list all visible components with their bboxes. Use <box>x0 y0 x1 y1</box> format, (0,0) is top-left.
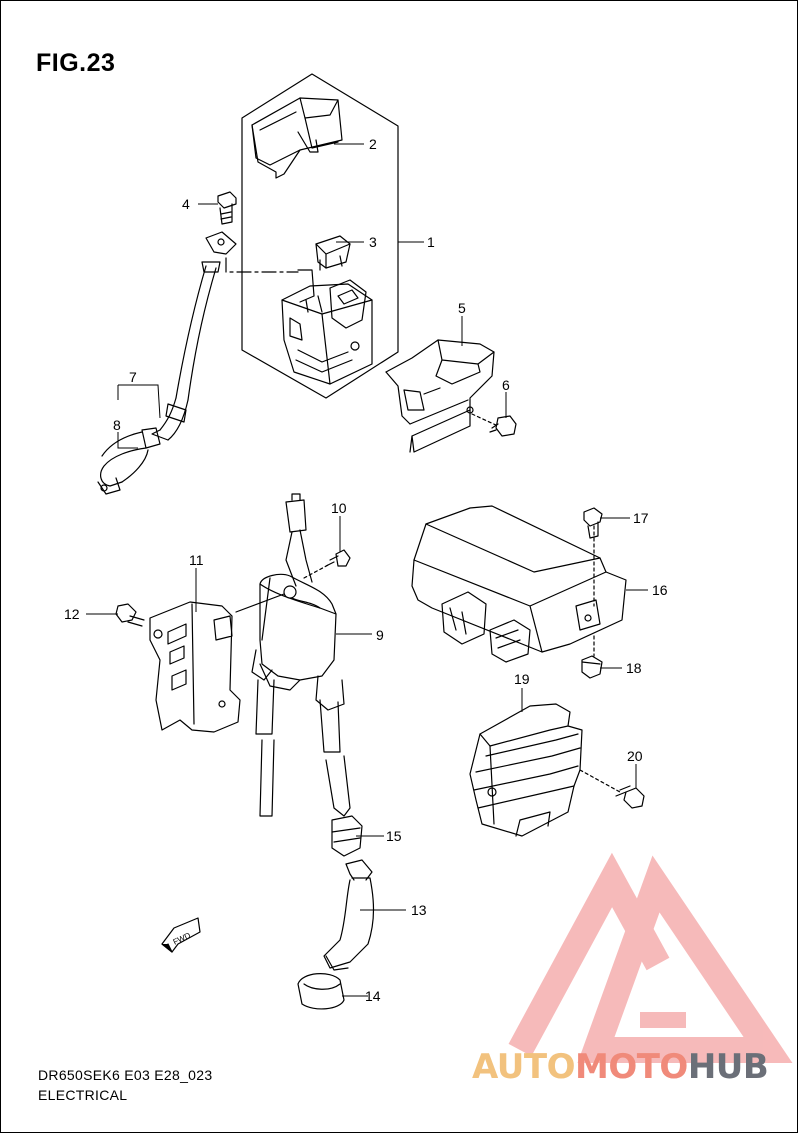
plug-boot <box>297 973 345 1010</box>
callout-18: 18 <box>626 660 642 676</box>
relay-bracket <box>385 339 495 453</box>
bolt-4 <box>217 191 237 225</box>
cdi-unit <box>411 505 627 663</box>
watermark-brand: AUTOMOTOHUB <box>472 1047 769 1087</box>
callout-20: 20 <box>627 748 643 764</box>
callout-13: 13 <box>411 902 427 918</box>
callout-8: 8 <box>113 417 121 433</box>
relay-leader <box>225 257 299 273</box>
section-name: ELECTRICAL <box>38 1087 128 1103</box>
nut-18 <box>581 655 603 679</box>
callout-6: 6 <box>502 377 510 393</box>
callout-1: 1 <box>427 234 435 250</box>
watermark-hub: HUB <box>687 1047 769 1087</box>
relay-cover <box>251 97 343 179</box>
watermark-moto: MOTO <box>574 1047 688 1087</box>
callout-leaders <box>86 143 648 997</box>
watermark-auto: AUTO <box>472 1047 575 1087</box>
callout-7: 7 <box>129 369 137 385</box>
callout-9: 9 <box>376 627 384 643</box>
regulator-rectifier <box>469 703 621 837</box>
breather-hose <box>97 231 237 495</box>
model-code: DR650SEK6 E03 E28_023 <box>38 1067 213 1083</box>
fuse <box>315 235 351 271</box>
relay-group-frame <box>241 73 399 399</box>
bolt-6 <box>471 413 517 437</box>
callout-19: 19 <box>514 671 530 687</box>
forward-arrow-icon <box>161 917 201 953</box>
figure-title: FIG.23 <box>36 49 116 77</box>
callout-3: 3 <box>369 234 377 250</box>
spark-plug-cap-seal <box>331 815 363 857</box>
bolt-12 <box>115 603 145 627</box>
screw-17 <box>583 507 603 539</box>
callout-14: 14 <box>365 988 381 1004</box>
relay-body <box>281 269 373 385</box>
callout-5: 5 <box>458 300 466 316</box>
callout-12: 12 <box>64 606 80 622</box>
callout-11: 11 <box>189 552 204 568</box>
watermark-logo <box>508 852 793 1063</box>
ignition-coil <box>235 493 351 817</box>
coil-bracket <box>149 601 241 733</box>
bolt-20 <box>615 785 645 809</box>
callout-2: 2 <box>369 136 377 152</box>
spark-plug-cap <box>323 859 375 971</box>
callout-16: 16 <box>652 582 668 598</box>
screw-10 <box>303 549 351 579</box>
callout-4: 4 <box>182 196 190 212</box>
callout-10: 10 <box>331 500 347 516</box>
callout-17: 17 <box>633 510 649 526</box>
callout-15: 15 <box>386 828 402 844</box>
